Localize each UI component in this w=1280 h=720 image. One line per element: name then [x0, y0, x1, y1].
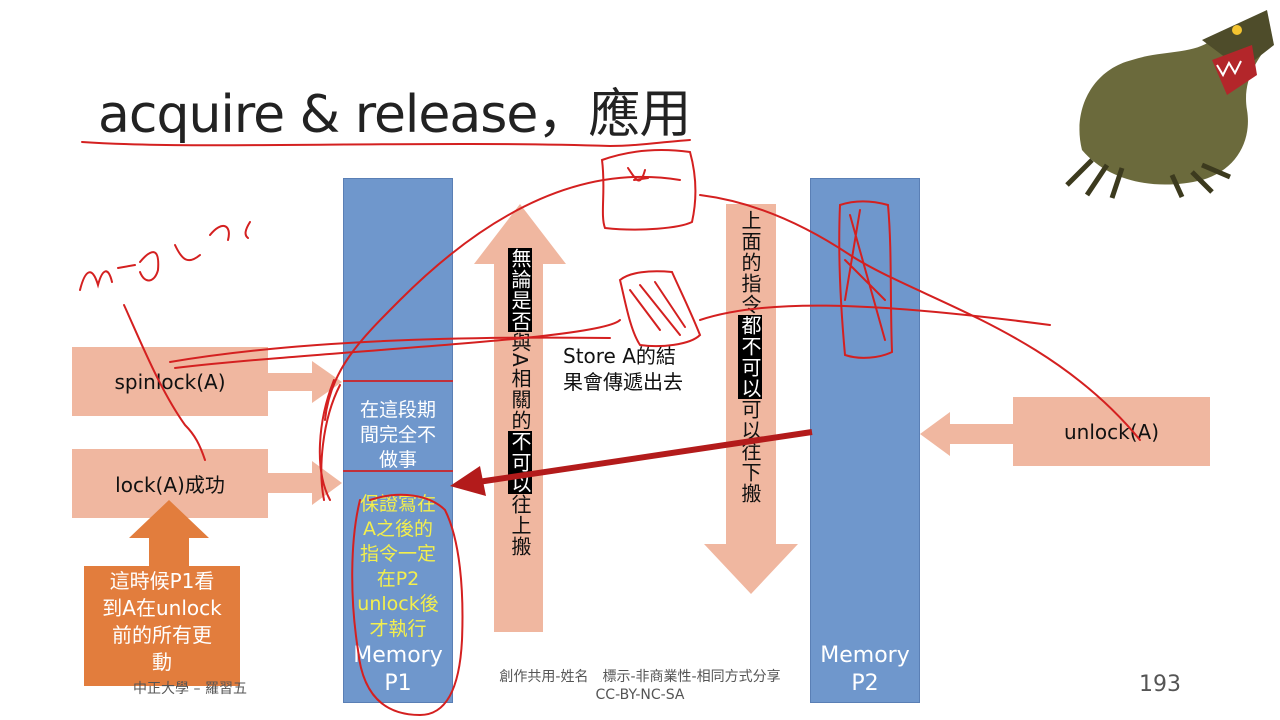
lock-success-label: lock(A)成功 — [115, 473, 225, 497]
spinlock-label: spinlock(A) — [114, 369, 226, 394]
unlock-label: unlock(A) — [1063, 419, 1159, 444]
slide-title: acquire & release，應用 — [98, 85, 691, 145]
up-arrow-shape — [474, 204, 566, 632]
credit-text: 中正大學 – 羅習五 — [133, 681, 247, 697]
down-arrow-shape — [704, 204, 798, 594]
p1-idle-text: 在這段期間完全不做事 — [359, 399, 436, 471]
memory-p1-column — [343, 178, 453, 703]
unlock-arrow-shape — [920, 412, 1015, 456]
spinlock-box: spinlock(A) — [72, 347, 268, 416]
down-arrow-text: 上面的指令都不可以可以往下搬 — [738, 210, 762, 504]
p1-divider-top — [343, 380, 453, 382]
page-number: 193 — [1139, 672, 1181, 697]
orange-up-arrow — [129, 500, 209, 570]
sync-arrow — [450, 429, 813, 496]
store-a-note: Store A的結果會傳遞出去 — [563, 344, 683, 394]
p1-divider-bottom — [343, 470, 453, 472]
p1-sees-updates-note: 這時候P1看到A在unlock 前的所有更動 — [84, 566, 240, 686]
dinosaur-mascot-icon — [1065, 10, 1274, 199]
up-arrow-text: 無論是否與A相關的不可以往上搬 — [508, 248, 532, 557]
